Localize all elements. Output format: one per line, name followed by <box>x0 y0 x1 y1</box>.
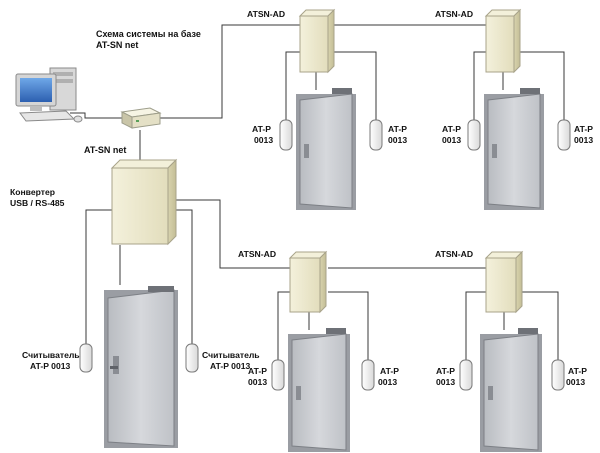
door-node-4 <box>480 328 542 452</box>
reader-main-right <box>185 343 199 373</box>
main-reader-left-label-1: Считыватель <box>22 350 80 360</box>
wiring <box>70 24 565 360</box>
wire-n4-reader-right <box>522 291 559 360</box>
n2-reader-right-label-1: AT-P <box>574 124 593 134</box>
controller-box-4 <box>484 250 524 314</box>
wire-network-to-bus-top <box>158 24 300 119</box>
wire-n4-reader-left <box>465 291 486 360</box>
reader-n3-left <box>271 359 285 391</box>
network-device-label: AT-SN net <box>84 145 126 155</box>
n1-reader-left-label-2: 0013 <box>254 135 273 145</box>
network-device <box>120 107 162 129</box>
wire-n3-reader-left <box>277 291 290 360</box>
title-line-2: AT-SN net <box>96 40 138 50</box>
main-reader-right-label-2: AT-P 0013 <box>210 361 251 371</box>
n4-reader-right-label-2: 0013 <box>566 377 585 387</box>
wire-converter-to-bus-bottom <box>172 199 290 269</box>
reader-n4-left <box>459 359 473 391</box>
reader-n3-right <box>361 359 375 391</box>
controller-label-3: ATSN-AD <box>238 249 276 259</box>
labels: Схема системы на базе AT-SN net AT-SN ne… <box>10 9 593 387</box>
reader-n2-left <box>467 119 481 151</box>
door-node-1 <box>296 88 356 210</box>
wire-n1-reader-left <box>285 51 300 120</box>
wire-converter-reader-right <box>172 209 193 344</box>
controller-box-2 <box>484 8 522 74</box>
controller-box-1 <box>298 8 336 74</box>
n4-reader-left-label-1: AT-P <box>436 366 455 376</box>
converter-box <box>110 158 178 246</box>
n4-reader-right-label-1: AT-P <box>568 366 587 376</box>
door-main <box>104 286 178 448</box>
wire-n1-reader-right <box>332 51 377 120</box>
wire-n2-reader-left <box>473 51 486 120</box>
n3-reader-left-label-1: AT-P <box>248 366 267 376</box>
wire-pc-to-network <box>70 112 122 119</box>
controller-label-4: ATSN-AD <box>435 249 473 259</box>
reader-n1-right <box>369 119 383 151</box>
controller-label-2: ATSN-AD <box>435 9 473 19</box>
converter-label-line-2: USB / RS-485 <box>10 198 65 208</box>
n3-reader-right-label-1: AT-P <box>380 366 399 376</box>
readers <box>79 119 571 391</box>
reader-n4-right <box>551 359 565 391</box>
n3-reader-left-label-2: 0013 <box>248 377 267 387</box>
wire-n2-reader-right <box>520 51 565 120</box>
reader-n2-right <box>557 119 571 151</box>
title-line-1: Схема системы на базе <box>96 29 201 39</box>
wire-n3-reader-right <box>328 291 369 360</box>
n3-reader-right-label-2: 0013 <box>378 377 397 387</box>
controller-label-1: ATSN-AD <box>247 9 285 19</box>
door-node-2 <box>484 88 544 210</box>
n1-reader-right-label-1: AT-P <box>388 124 407 134</box>
computer-icon <box>15 67 83 123</box>
n2-reader-right-label-2: 0013 <box>574 135 593 145</box>
n1-reader-left-label-1: AT-P <box>252 124 271 134</box>
door-node-3 <box>288 328 350 452</box>
wire-converter-reader-left <box>85 209 112 344</box>
n4-reader-left-label-2: 0013 <box>436 377 455 387</box>
controller-box-3 <box>288 250 328 314</box>
main-reader-right-label-1: Считыватель <box>202 350 260 360</box>
n2-reader-left-label-1: AT-P <box>442 124 461 134</box>
main-reader-left-label-2: AT-P 0013 <box>30 361 71 371</box>
n1-reader-right-label-2: 0013 <box>388 135 407 145</box>
converter-label-line-1: Конвертер <box>10 187 55 197</box>
reader-n1-left <box>279 119 293 151</box>
n2-reader-left-label-2: 0013 <box>442 135 461 145</box>
reader-main-left <box>79 343 93 373</box>
